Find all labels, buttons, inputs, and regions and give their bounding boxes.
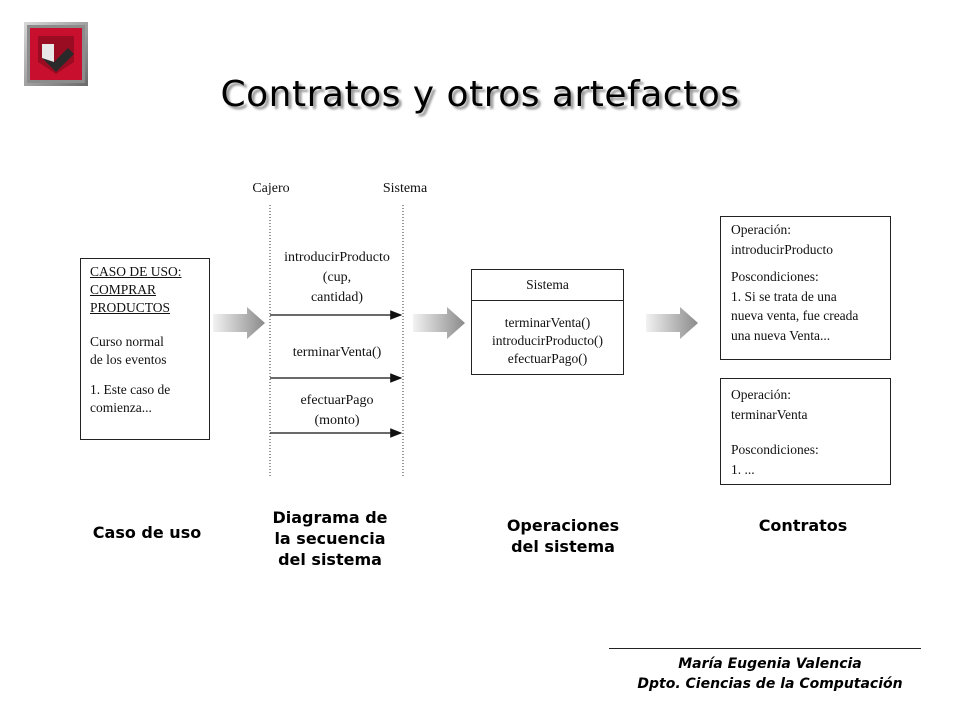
footer-divider bbox=[609, 648, 921, 649]
system-box-header: Sistema bbox=[472, 270, 623, 301]
contract-box-introducir-producto: Operación: introducirProducto Poscondici… bbox=[720, 216, 891, 360]
block-arrow-right-icon bbox=[213, 307, 265, 344]
caption-operaciones-sistema: Operaciones del sistema bbox=[506, 516, 620, 556]
use-case-body-line: 1. Este caso de bbox=[90, 382, 171, 397]
system-operation: introducirProducto() bbox=[492, 333, 603, 348]
footer-department: Dpto. Ciencias de la Computación bbox=[637, 676, 903, 692]
message-label-efectuar-pago: efectuarPago (monto) bbox=[300, 393, 374, 428]
use-case-body-line: de los eventos bbox=[90, 352, 167, 367]
message-label-terminar-venta: terminarVenta() bbox=[292, 345, 382, 360]
page-title: Contratos y otros artefactos bbox=[220, 74, 740, 115]
actor-sistema-label: Sistema bbox=[382, 181, 428, 196]
use-case-body-line: Curso normal bbox=[90, 334, 164, 349]
caption-caso-de-uso: Caso de uso bbox=[92, 523, 202, 542]
use-case-box: CASO DE USO: COMPRAR PRODUCTOS Curso nor… bbox=[80, 258, 210, 440]
system-operation: efectuarPago() bbox=[507, 351, 588, 366]
use-case-header-line: PRODUCTOS bbox=[90, 300, 171, 315]
system-operation: terminarVenta() bbox=[504, 315, 591, 330]
use-case-body-line: comienza... bbox=[90, 400, 152, 415]
caption-diagrama-secuencia: Diagrama de la secuencia del sistema bbox=[272, 508, 388, 569]
system-operations-box: Sistema terminarVenta() introducirProduc… bbox=[471, 269, 624, 375]
use-case-header-line: CASO DE USO: bbox=[90, 264, 182, 279]
footer: María Eugenia Valencia Dpto. Ciencias de… bbox=[560, 654, 960, 694]
use-case-header-line: COMPRAR bbox=[90, 282, 157, 297]
contract-box-terminar-venta: Operación: terminarVenta Poscondiciones:… bbox=[720, 378, 891, 485]
block-arrow-right-icon bbox=[413, 307, 465, 344]
block-arrow-right-icon bbox=[646, 307, 698, 344]
footer-author: María Eugenia Valencia bbox=[678, 656, 862, 672]
university-logo-icon bbox=[24, 22, 88, 86]
message-label-introducir-producto: introducirProducto (cup, cantidad) bbox=[284, 250, 390, 305]
caption-contratos: Contratos bbox=[758, 516, 848, 535]
system-operations-list: terminarVenta() introducirProducto() efe… bbox=[472, 301, 623, 368]
actor-cajero-label: Cajero bbox=[252, 181, 290, 196]
